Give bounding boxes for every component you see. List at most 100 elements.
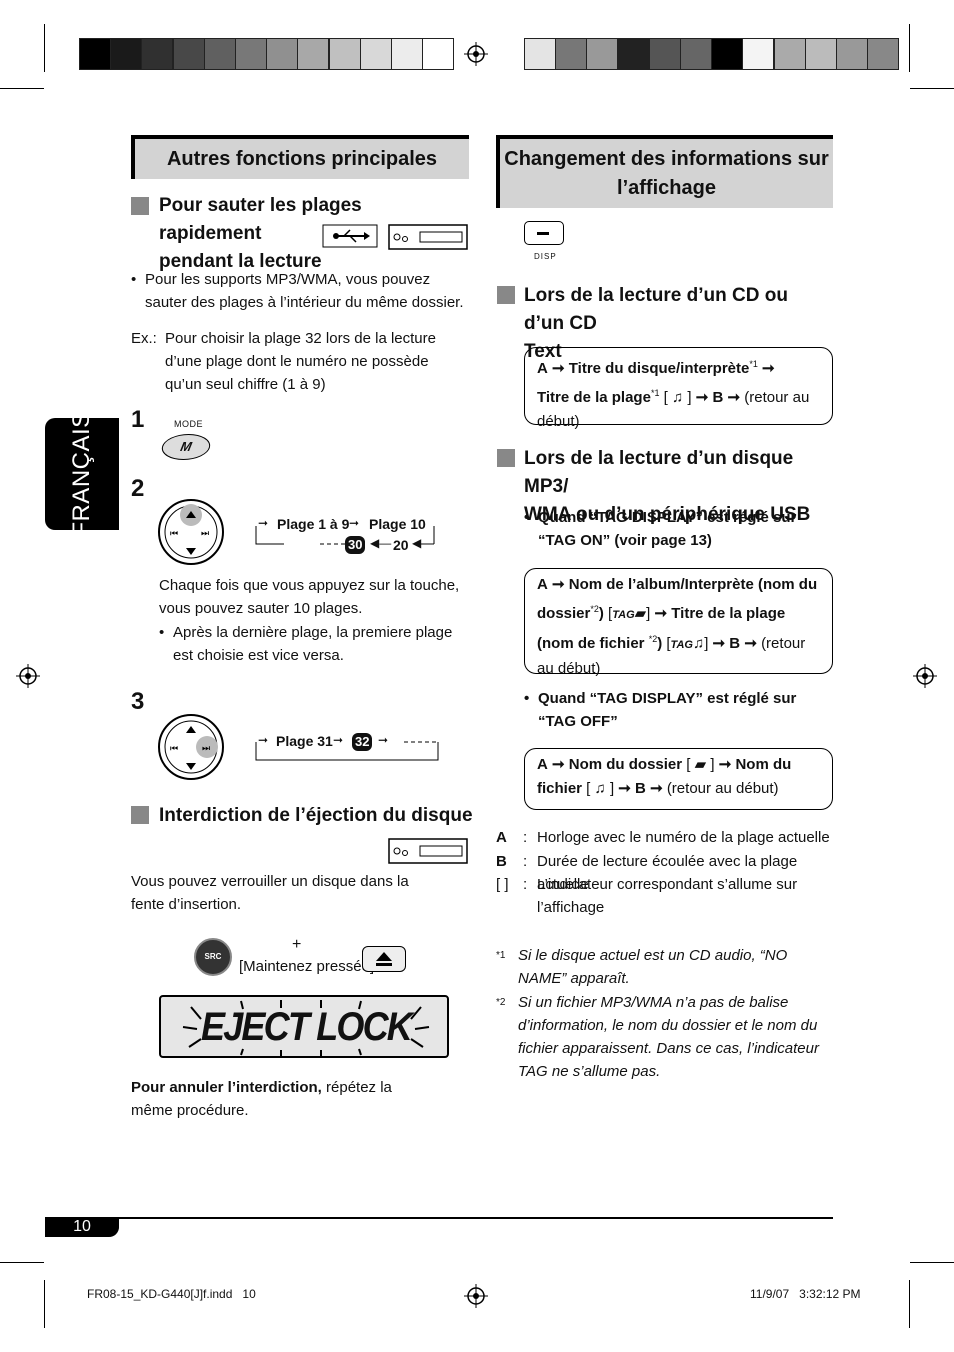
music-note-icon: ♫	[594, 780, 606, 797]
disp-button[interactable]	[524, 221, 564, 245]
arrow-icon: ➞	[552, 360, 565, 377]
right-header-line2: l’affichage	[617, 177, 716, 199]
track-32-badge: 32	[352, 733, 373, 751]
lcd-display: EJECT LOCK	[159, 995, 449, 1058]
svg-text:⏭: ⏭	[202, 744, 210, 754]
tag-off-bullet: • Quand “TAG DISPLAY” est réglé sur “TAG…	[524, 690, 797, 730]
color-swatch	[804, 38, 837, 70]
color-swatch	[79, 38, 111, 70]
section-bullet-square	[497, 286, 515, 304]
color-swatch	[359, 38, 392, 70]
color-swatch	[110, 38, 143, 70]
footer-rule	[45, 1217, 833, 1219]
arrow-left-icon: ◀—	[370, 536, 392, 550]
cd-display-flow-box: A ➞ Titre du disque/interprète*1 ➞ Titre…	[524, 347, 833, 430]
color-swatch	[297, 38, 330, 70]
skip-tracks-title: Pour sauter les plages rapidement pendan…	[159, 195, 362, 272]
registration-mark-icon	[464, 42, 488, 66]
arrow-icon: ➞	[727, 389, 741, 406]
hold-label: [Maintenez pressée]	[239, 958, 375, 975]
color-swatch	[648, 38, 681, 70]
arrow-icon: ➞	[552, 756, 565, 773]
crop-mark	[909, 24, 910, 72]
crop-mark	[0, 88, 44, 89]
crop-mark	[909, 1280, 910, 1328]
eject-lock-text: Vous pouvez verrouiller un disque dans l…	[131, 873, 409, 913]
color-swatch	[711, 38, 744, 70]
crop-mark	[44, 1280, 45, 1328]
registration-mark-icon	[913, 664, 937, 688]
right-section-header: Changement des informations sur l’affich…	[496, 135, 833, 208]
display-burst-lines	[182, 1000, 430, 1056]
step-3-number: 3	[131, 688, 145, 715]
step-1-number: 1	[131, 406, 145, 433]
arrow-icon: ➞	[744, 635, 757, 652]
right-header-line1: Changement des informations sur	[504, 148, 829, 170]
color-swatch	[742, 38, 775, 70]
tag-on-flow-box: A ➞ Nom de l’album/Interprète (nom du do…	[524, 568, 833, 677]
arrow-icon: ➞	[349, 516, 360, 530]
cancel-text: Pour annuler l’interdiction, répétez la …	[131, 1079, 392, 1119]
mp3-usb-title: Lors de la lecture d’un disque MP3/ WMA …	[524, 448, 811, 525]
color-swatch	[141, 38, 174, 70]
color-swatch	[172, 38, 205, 70]
arrow-icon: ➞	[712, 635, 726, 652]
mode-label: MODE	[174, 419, 203, 429]
legend-sep: :	[523, 853, 528, 870]
crop-mark	[910, 1262, 954, 1263]
arrow-icon: ➞	[695, 389, 709, 406]
crop-mark	[0, 1262, 44, 1263]
language-label: FRANÇAIS	[68, 411, 95, 537]
footnote-mark-1: *1	[496, 950, 506, 961]
cd-player-icon	[388, 838, 468, 864]
music-note-icon: ♫	[671, 389, 684, 406]
color-swatch	[235, 38, 267, 70]
plage-10-label: Plage 10	[369, 516, 426, 532]
plus-sign: +	[292, 936, 302, 953]
arrow-icon: ➞	[618, 780, 631, 797]
footnote-2: Si un fichier MP3/WMA n’a pas de balise …	[518, 994, 819, 1080]
step-2-text: Chaque fois que vous appuyez sur la touc…	[159, 577, 460, 617]
svg-text:⏮: ⏮	[170, 529, 178, 539]
eject-button[interactable]	[362, 946, 406, 972]
example-label: Ex.:	[131, 330, 157, 347]
color-swatch	[266, 38, 299, 70]
control-dial-up-icon[interactable]: ⏮ ⏭	[157, 498, 225, 566]
cd-player-icon	[388, 224, 468, 250]
legend-key-bracket: [ ]	[496, 876, 509, 893]
left-header-title: Autres fonctions principales	[166, 148, 438, 170]
color-swatch	[391, 38, 423, 70]
usb-icon	[322, 224, 378, 248]
crop-mark	[44, 24, 45, 72]
arrow-icon: ➞	[762, 360, 775, 377]
example-text: Pour choisir la plage 32 lors de la lect…	[165, 330, 436, 393]
src-button[interactable]: SRC	[194, 938, 232, 976]
color-swatch	[422, 38, 455, 70]
arrow-icon: ➞	[378, 733, 389, 747]
color-swatch	[524, 38, 556, 70]
page-number: 10	[45, 1217, 119, 1237]
step-2-number: 2	[131, 475, 145, 502]
color-swatch	[867, 38, 900, 70]
svg-text:⏭: ⏭	[201, 529, 209, 539]
color-swatch	[555, 38, 588, 70]
footnote-1: Si le disque actuel est un CD audio, “NO…	[518, 947, 788, 987]
section-bullet-square	[497, 449, 515, 467]
folder-icon: ▰	[634, 605, 647, 622]
tag-off-flow-box: A ➞ Nom du dossier [ ▰ ] ➞ Nom du fichie…	[524, 748, 833, 810]
legend-text-b: Durée de lecture écoulée avec la plage a…	[537, 853, 798, 893]
legend-sep: :	[523, 876, 528, 893]
control-dial-next-icon[interactable]: ⏮ ⏭	[157, 713, 225, 781]
color-swatch	[328, 38, 361, 70]
arrow-icon: ➞	[258, 516, 269, 530]
mp3-skip-bullet: • Pour les supports MP3/WMA, vous pouvez…	[131, 271, 464, 311]
legend-text-bracket: L’indicateur correspondant s’allume sur …	[537, 876, 798, 916]
plage-31-label: Plage 31	[276, 733, 333, 749]
arrow-left-icon: ◀—	[412, 536, 434, 550]
color-swatch	[586, 38, 619, 70]
cd-text-title: Lors de la lecture d’un CD ou d’un CD Te…	[524, 285, 788, 362]
step-2-bullet: • Après la dernière plage, la premiere p…	[159, 624, 453, 664]
mode-button[interactable]: M	[159, 434, 213, 460]
disp-button-bar	[537, 232, 549, 235]
legend-key-a: A	[496, 829, 507, 846]
